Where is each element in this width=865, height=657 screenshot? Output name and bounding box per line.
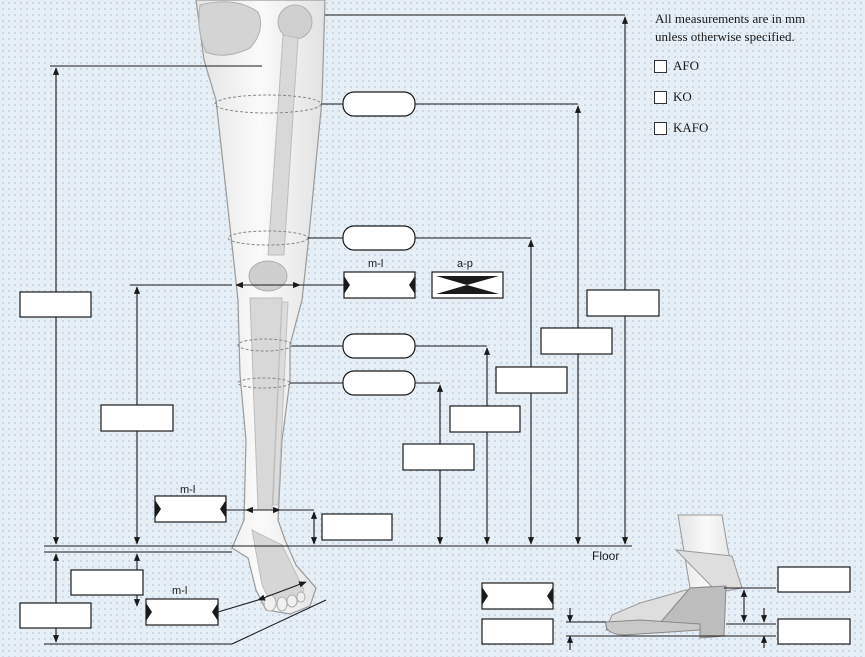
total-leg-height-input[interactable] <box>586 289 660 317</box>
ko-label: KO <box>673 89 692 104</box>
legend-panel: All measurements are in mm unless otherw… <box>652 10 862 149</box>
below-knee-height-input[interactable] <box>449 405 521 433</box>
dimension-lines: Floor <box>44 14 776 650</box>
heel-height-input[interactable] <box>70 569 144 596</box>
above-knee-height-input[interactable] <box>495 366 568 394</box>
forefoot-ml-input[interactable] <box>145 598 219 626</box>
femur-bone <box>267 34 299 256</box>
afo-label: AFO <box>673 58 700 73</box>
knee-ap-label: a-p <box>457 258 473 270</box>
shoe-heel-height-input[interactable] <box>777 566 851 593</box>
shoe-sole-height-input[interactable] <box>481 618 554 645</box>
above-knee-circumference-input[interactable] <box>342 225 416 251</box>
knee-ml-label: m-l <box>368 258 383 270</box>
thigh-height-input[interactable] <box>540 327 613 355</box>
foot-floor-height-input[interactable] <box>19 602 92 629</box>
ko-checkbox[interactable] <box>654 90 667 104</box>
knee-ml-input[interactable] <box>343 271 416 299</box>
option-ko[interactable]: KO <box>654 87 862 107</box>
femoral-head <box>277 4 313 40</box>
malleolus-height-input[interactable] <box>321 513 393 541</box>
shoe-toe-height-input[interactable] <box>777 618 851 645</box>
knee-ap-input[interactable] <box>431 271 504 299</box>
units-note: All measurements are in mm unless otherw… <box>655 11 806 44</box>
below-knee-circumference-input[interactable] <box>342 333 416 359</box>
option-afo[interactable]: AFO <box>654 56 862 76</box>
shoe-illustration <box>605 514 743 639</box>
floor-label: Floor <box>592 549 619 563</box>
kafo-label: KAFO <box>673 120 709 135</box>
calf-height-input[interactable] <box>402 443 475 471</box>
ankle-ml-input[interactable] <box>154 495 227 523</box>
option-kafo[interactable]: KAFO <box>654 118 862 138</box>
forefoot-ml-label: m-l <box>172 585 187 597</box>
thigh-circumference-input[interactable] <box>342 91 416 117</box>
calf-circumference-input[interactable] <box>342 370 416 396</box>
knee-height-input[interactable] <box>100 404 174 432</box>
ankle-ml-label: m-l <box>180 484 195 496</box>
pelvis-bone <box>198 1 262 56</box>
patella <box>248 260 288 292</box>
fibula-bone <box>272 301 289 506</box>
afo-checkbox[interactable] <box>654 59 667 73</box>
measurement-inputs <box>19 91 851 645</box>
shoe-width-input[interactable] <box>481 582 554 610</box>
kafo-checkbox[interactable] <box>654 121 667 135</box>
shoe-sole <box>605 619 701 636</box>
perineum-height-input[interactable] <box>19 291 92 318</box>
